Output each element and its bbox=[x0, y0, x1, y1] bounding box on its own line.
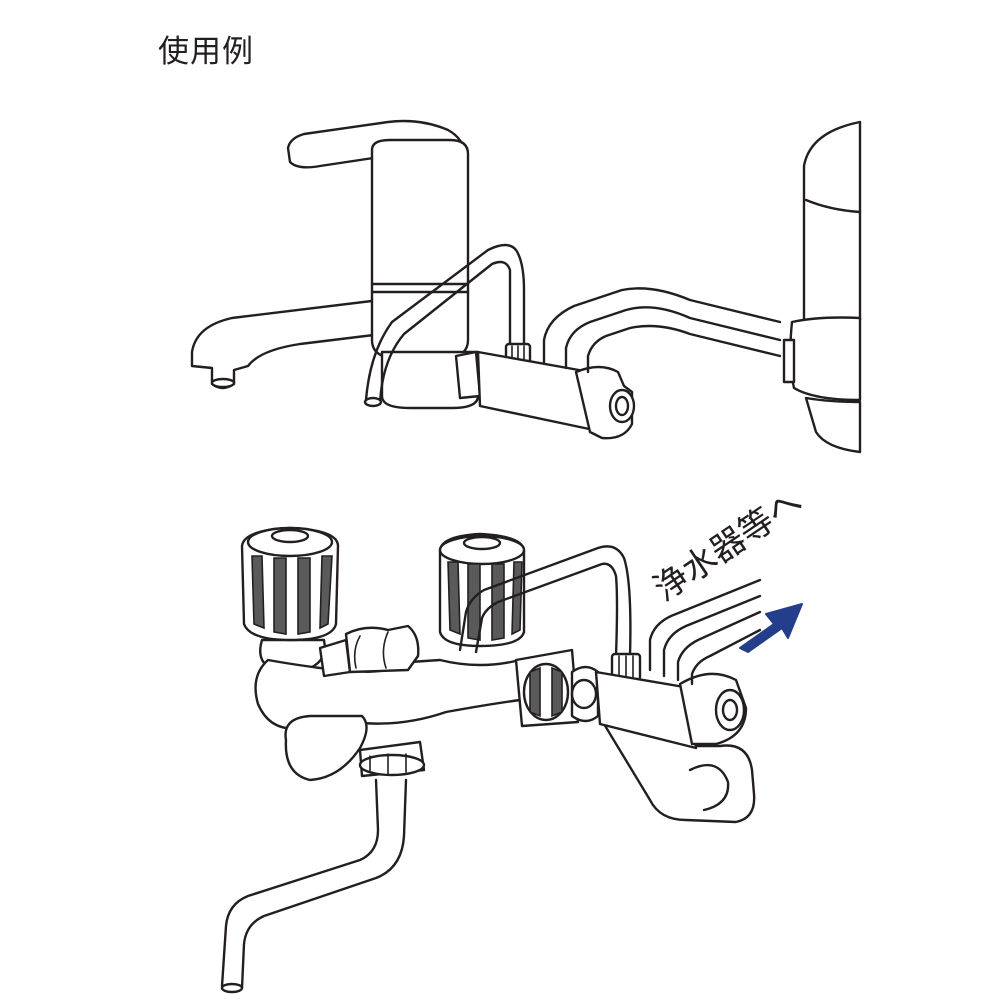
bottom-diverter-valve bbox=[514, 648, 748, 750]
bottom-diverter-hose bbox=[458, 545, 642, 682]
to-water-filter-label: 浄水器等へ bbox=[647, 481, 810, 609]
single-lever-faucet bbox=[190, 119, 480, 410]
left-handle bbox=[240, 526, 340, 670]
bottom-outlet-hose bbox=[648, 578, 762, 686]
destination-label: 浄水器等へ bbox=[647, 481, 810, 609]
wall-faucet bbox=[220, 526, 756, 994]
water-filter-canister bbox=[782, 120, 862, 454]
top-outlet-hose bbox=[542, 287, 782, 374]
top-diverter-valve bbox=[454, 350, 636, 440]
page-title: 使用例 bbox=[158, 34, 254, 70]
arrow-up-right-icon bbox=[739, 603, 803, 653]
